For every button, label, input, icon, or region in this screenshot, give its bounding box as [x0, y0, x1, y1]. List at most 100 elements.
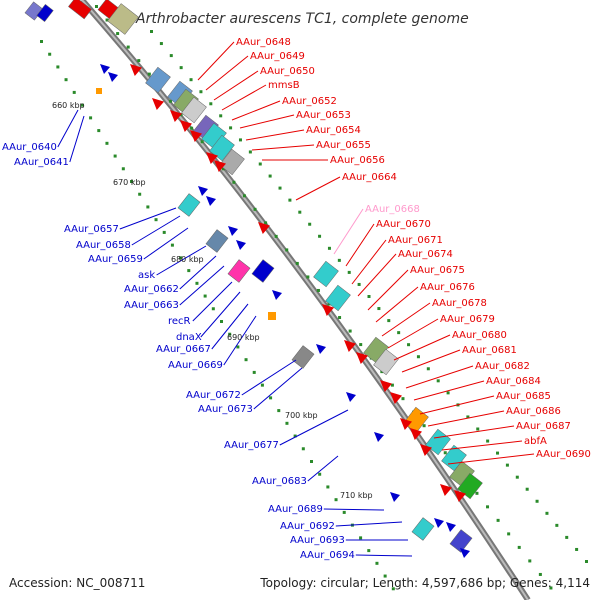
gene-block — [313, 260, 339, 288]
track-dot — [359, 343, 363, 347]
gene-block — [373, 348, 399, 376]
track-dot — [357, 282, 361, 286]
track-dot — [288, 198, 292, 202]
track-dot — [179, 256, 183, 260]
gene-block — [205, 229, 229, 253]
track-dot — [401, 397, 405, 401]
track-dot — [338, 316, 342, 320]
track-dot — [209, 102, 213, 106]
track-dot — [252, 370, 256, 374]
track-dot — [105, 18, 109, 22]
map-title: Arthrobacter aurescens TC1, complete gen… — [135, 11, 469, 27]
gene-label: ask — [138, 270, 155, 281]
gene-label: AAur_0690 — [536, 449, 591, 460]
gene-label: AAur_0663 — [124, 300, 179, 311]
leader-line — [441, 440, 523, 451]
track-dot — [264, 221, 268, 225]
track-dot — [278, 186, 282, 190]
track-dot — [232, 180, 236, 184]
leader-line — [295, 176, 341, 201]
track-dot — [298, 210, 302, 214]
track-dot — [528, 559, 532, 563]
track-dot — [375, 561, 379, 565]
track-dot — [277, 409, 281, 413]
gene-block — [36, 4, 54, 22]
track-dot — [348, 329, 352, 333]
track-dot — [211, 307, 215, 311]
leader-line — [253, 367, 303, 410]
accession-text: Accession: NC_008711 — [9, 576, 146, 590]
track-dot — [334, 498, 338, 502]
tick-label: 710 kbp — [340, 491, 373, 500]
gene-block — [403, 406, 429, 434]
leader-line — [405, 365, 474, 389]
track-dot — [89, 116, 93, 120]
gene-label: AAur_0652 — [282, 96, 337, 107]
leader-line — [213, 70, 259, 101]
track-dot — [219, 114, 223, 118]
gene-block — [449, 529, 473, 553]
gene-block — [96, 88, 102, 94]
track-dot — [308, 222, 312, 226]
track-dot — [496, 518, 500, 522]
gene-arrow — [108, 72, 118, 82]
gene-label: AAur_0684 — [486, 376, 541, 387]
track-dot — [150, 30, 153, 33]
gene-arrow — [460, 548, 470, 558]
tick-label: 680 kbp — [171, 255, 204, 264]
leader-line — [355, 554, 413, 557]
gene-label: AAur_0677 — [224, 440, 279, 451]
leader-line — [333, 208, 364, 255]
track-dot — [436, 379, 440, 383]
gene-arrow — [130, 64, 142, 76]
track-dot — [242, 194, 246, 198]
leader-line — [447, 453, 535, 465]
gene-arrow — [228, 226, 238, 236]
gene-label: AAur_0689 — [268, 504, 323, 515]
track-dot — [221, 167, 225, 171]
gene-label: AAur_0683 — [252, 476, 307, 487]
gene-label: AAur_0659 — [88, 254, 143, 265]
leader-line — [57, 109, 79, 148]
track-dot — [147, 72, 151, 76]
leader-line — [427, 410, 505, 427]
gene-arrow — [346, 392, 356, 402]
gene-label: AAur_0673 — [198, 404, 253, 415]
track-dot — [555, 523, 559, 527]
track-dot — [268, 174, 272, 178]
leader-line — [192, 281, 233, 322]
gene-features — [24, 0, 483, 558]
leader-line — [231, 100, 281, 121]
leader-line — [335, 521, 403, 527]
track-dot — [301, 447, 305, 451]
track-dot — [168, 99, 172, 103]
gene-label: AAur_0667 — [156, 344, 211, 355]
gene-arrow — [434, 518, 444, 528]
track-dot — [367, 549, 371, 553]
track-dot — [507, 532, 511, 536]
leader-line — [245, 129, 305, 141]
gene-label: AAur_0669 — [168, 360, 223, 371]
leader-line — [367, 269, 409, 311]
leader-line — [375, 286, 419, 323]
track-dot — [126, 45, 130, 49]
gene-arrow — [316, 344, 326, 354]
gene-label: AAur_0653 — [296, 110, 351, 121]
leader-line — [179, 265, 225, 306]
gene-arrow — [206, 196, 216, 206]
gene-arrow — [420, 444, 432, 456]
track-dot — [253, 207, 257, 211]
gene-label: AAur_0675 — [410, 265, 465, 276]
track-dot — [367, 295, 371, 298]
gene-arrow — [454, 490, 466, 502]
tick-label: 700 kbp — [285, 411, 318, 420]
track-dot — [64, 78, 68, 82]
track-dot — [517, 545, 521, 549]
gene-block — [425, 428, 451, 456]
track-dot — [105, 141, 109, 145]
track-dot — [549, 586, 553, 590]
track-dot — [170, 243, 174, 247]
track-dot — [248, 150, 252, 154]
leader-line — [239, 114, 295, 129]
